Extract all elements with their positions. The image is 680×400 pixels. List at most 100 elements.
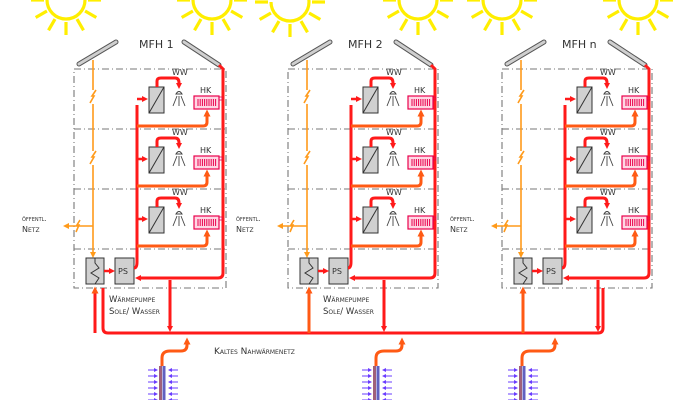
public-grid-label: öffentl. [22, 215, 47, 223]
heat-pump-symbol [304, 258, 314, 285]
heat-pump-label: Wärmepumpe [109, 295, 155, 305]
probe-tube [519, 366, 522, 400]
heat-pump-label: Sole/ Wasser [109, 307, 160, 317]
hot-water-pipe [369, 76, 396, 89]
radiator-icon [621, 155, 651, 170]
sun-icon [467, 0, 537, 35]
public-grid-label: öffentl. [450, 215, 475, 223]
freshwater-station [148, 146, 165, 174]
shower-icon [386, 91, 400, 107]
freshwater-station [148, 86, 165, 114]
lightning-icon [517, 150, 525, 165]
freshwater-station [362, 206, 379, 234]
supply-riser [347, 105, 353, 270]
solar-thermal-pipe [349, 63, 437, 281]
heating-pipe [137, 109, 211, 128]
sun-icon [383, 0, 453, 35]
heat-pump [85, 257, 105, 285]
lightning-icon [75, 219, 81, 233]
probe-riser [160, 337, 191, 366]
building-outline [501, 68, 653, 289]
public-grid-label: Netz [22, 225, 40, 234]
heating-pipe [351, 109, 425, 128]
suns [31, 0, 673, 37]
freshwater-station [362, 146, 379, 174]
hk-label: HK [628, 86, 640, 95]
ww-label: WW [600, 68, 616, 77]
building-name: MFH n [562, 38, 597, 51]
geothermal-probe-1 [148, 337, 191, 400]
lightning-icon [303, 150, 311, 165]
heat-pump-label: Sole/ Wasser [323, 307, 374, 317]
buffer-storage: PS [328, 257, 349, 285]
radiator-icon [193, 155, 223, 170]
radiator-icon [407, 155, 437, 170]
radiator-icon [193, 95, 223, 110]
heat-pump-symbol [90, 258, 100, 285]
heating-pipe [565, 169, 639, 188]
radiator-icon [407, 215, 437, 230]
solar-panel-right [607, 39, 648, 68]
radiator-icon [621, 215, 651, 230]
radiator-icon [193, 215, 223, 230]
solar-panel-right [393, 39, 434, 68]
probe-tube [522, 366, 526, 400]
electric-line [63, 60, 97, 258]
hk-label: HK [200, 86, 212, 95]
lightning-icon [303, 89, 311, 104]
heat-pump [299, 257, 319, 285]
building-name: MFH 2 [348, 38, 383, 51]
sun-icon [31, 0, 101, 35]
shower-icon [172, 211, 186, 227]
hot-water-pipe [155, 136, 182, 149]
hk-label: HK [414, 86, 426, 95]
solar-panel-right [181, 39, 222, 68]
hot-water-pipe [155, 196, 182, 209]
hot-water-pipe [369, 196, 396, 209]
heating-pipe [137, 229, 211, 248]
hk-label: HK [200, 146, 212, 155]
probe-riser [374, 337, 406, 366]
supply-riser [133, 105, 139, 270]
hot-water-pipe [583, 76, 610, 89]
geothermal-probes [148, 337, 559, 400]
network-main-pipe [101, 288, 605, 335]
storage-label: PS [118, 267, 128, 276]
ww-label: WW [600, 188, 616, 197]
heating-pipe [565, 109, 639, 128]
heat-pump-symbol [518, 258, 528, 285]
probe-riser [520, 337, 559, 366]
ww-label: WW [386, 188, 402, 197]
cold-district-heating-network [91, 280, 605, 335]
probe-tube [159, 366, 162, 400]
sun-icon [255, 0, 325, 37]
radiator-icon [407, 95, 437, 110]
solar-thermal-pipe [135, 63, 225, 281]
probe-tube [373, 366, 376, 400]
sun-icon [177, 0, 247, 35]
shower-icon [600, 211, 614, 227]
lightning-icon [503, 219, 509, 233]
freshwater-station [576, 146, 593, 174]
ww-label: WW [386, 128, 402, 137]
heat-pump-label: Wärmepumpe [323, 295, 369, 305]
geothermal-probe-2 [362, 337, 406, 400]
solar-thermal-pipe [563, 63, 651, 281]
shower-icon [386, 151, 400, 167]
freshwater-station [576, 206, 593, 234]
probe-tube [376, 366, 380, 400]
solar-panel-left [76, 39, 119, 67]
solar-panel-left [290, 39, 333, 67]
shower-icon [172, 91, 186, 107]
lightning-icon [517, 89, 525, 104]
building-outline [73, 68, 227, 289]
